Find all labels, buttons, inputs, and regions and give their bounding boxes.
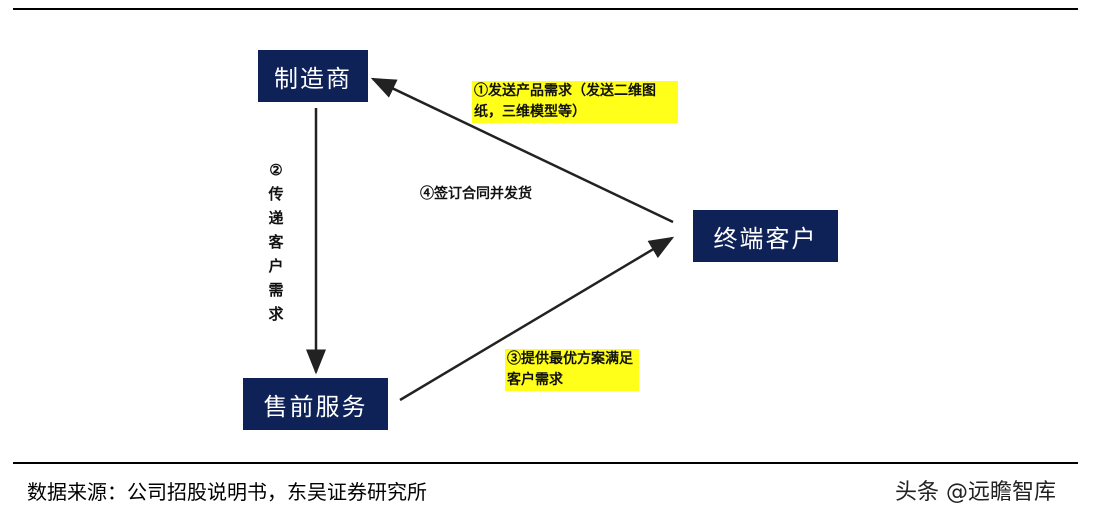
bottom-rule — [13, 462, 1078, 464]
node-customer: 终端客户 — [693, 210, 838, 262]
top-rule — [13, 8, 1078, 10]
source-note: 数据来源：公司招股说明书，东吴证券研究所 — [27, 480, 427, 504]
node-manufacturer: 制造商 — [258, 50, 368, 102]
label-step2: 传递客户需求 — [268, 185, 284, 323]
node-presales: 售前服务 — [243, 378, 388, 430]
watermark: 头条 @远瞻智库 — [895, 480, 1056, 505]
label-step4: ④签订合同并发货 — [420, 186, 532, 202]
label-step1: ①发送产品需求（发送二维图纸，三维模型等） — [472, 81, 678, 123]
arrow-customer-to-manufacturer — [370, 77, 674, 224]
label-step2-number: ② — [269, 161, 283, 179]
label-step3: ③提供最优方案满足客户需求 — [505, 349, 639, 391]
arrow-presales-to-customer — [399, 236, 675, 402]
